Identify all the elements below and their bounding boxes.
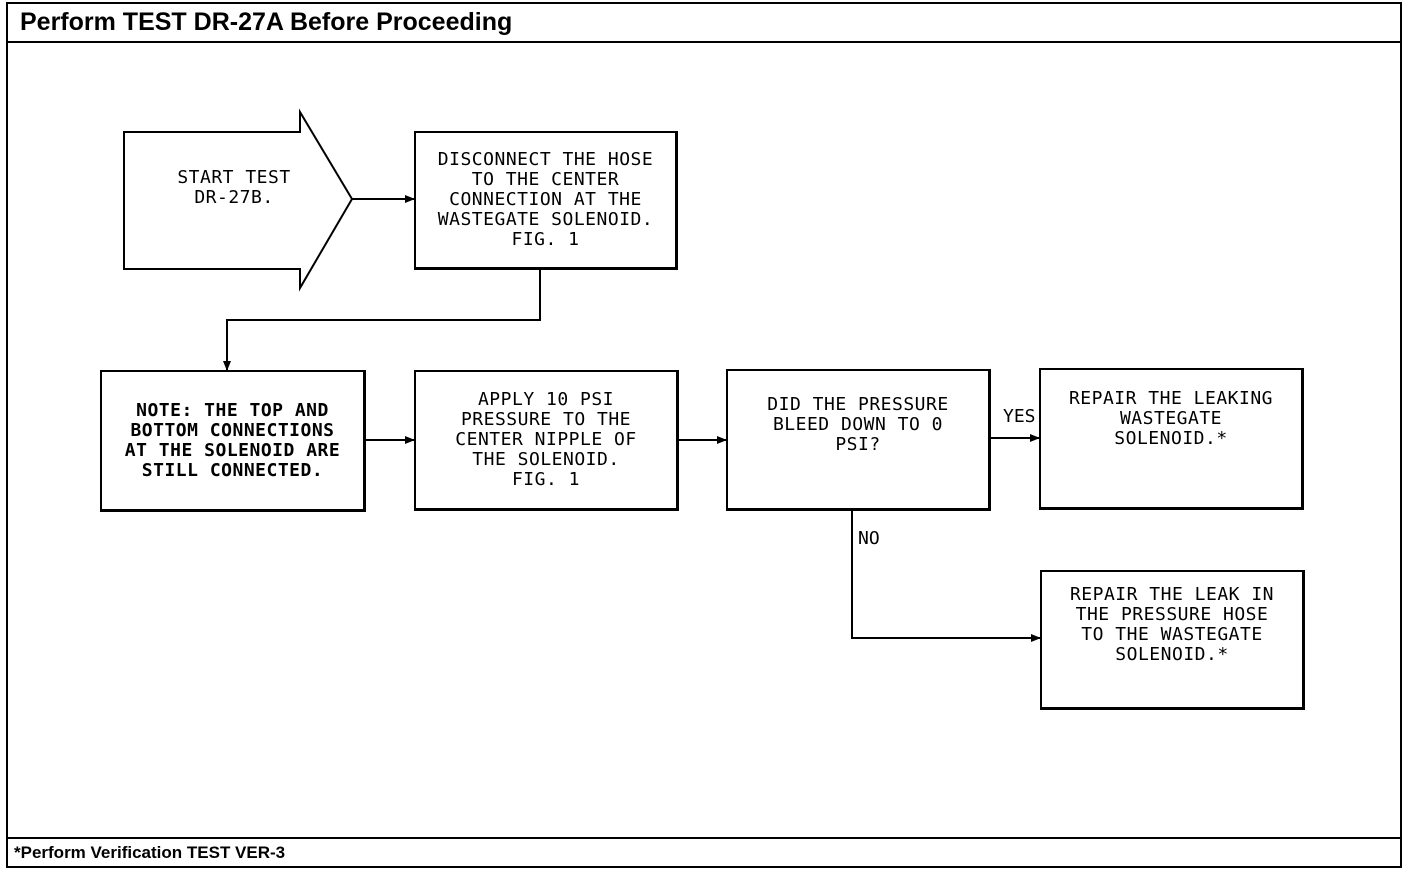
decision-box: DID THE PRESSURE BLEED DOWN TO 0 PSI? — [726, 369, 991, 511]
edge-label-yes: YES — [1003, 406, 1036, 427]
page-title: Perform TEST DR-27A Before Proceeding — [20, 8, 513, 36]
edge-decision-no — [851, 510, 1041, 642]
result-yes-text: REPAIR THE LEAKING WASTEGATE SOLENOID.* — [1068, 387, 1274, 449]
result-no-text: REPAIR THE LEAK IN THE PRESSURE HOSE TO … — [1069, 583, 1275, 665]
step-apply-box: APPLY 10 PSI PRESSURE TO THE CENTER NIPP… — [414, 370, 679, 511]
note-box: NOTE: THE TOP AND BOTTOM CONNECTIONS AT … — [100, 370, 366, 512]
footer-bar: *Perform Verification TEST VER-3 — [8, 837, 1400, 866]
edge-label-no: NO — [858, 528, 880, 549]
start-arrow-shape — [123, 108, 354, 292]
diagram-frame: Perform TEST DR-27A Before Proceeding *P… — [6, 2, 1402, 868]
decision-text: DID THE PRESSURE BLEED DOWN TO 0 PSI? — [767, 393, 949, 455]
header-bar: Perform TEST DR-27A Before Proceeding — [8, 4, 1400, 43]
step-apply-text: APPLY 10 PSI PRESSURE TO THE CENTER NIPP… — [455, 389, 637, 490]
step-disconnect-text: DISCONNECT THE HOSE TO THE CENTER CONNEC… — [437, 149, 654, 250]
result-no-box: REPAIR THE LEAK IN THE PRESSURE HOSE TO … — [1040, 570, 1305, 710]
edge-disconnect-to-note — [223, 269, 541, 371]
step-disconnect-box: DISCONNECT THE HOSE TO THE CENTER CONNEC… — [414, 131, 678, 270]
footer-note: *Perform Verification TEST VER-3 — [14, 843, 286, 862]
start-node-text: START TEST DR-27B. — [177, 167, 291, 208]
result-yes-box: REPAIR THE LEAKING WASTEGATE SOLENOID.* — [1039, 368, 1304, 510]
start-node: START TEST DR-27B. — [134, 168, 334, 208]
note-text: NOTE: THE TOP AND BOTTOM CONNECTIONS AT … — [124, 399, 341, 481]
